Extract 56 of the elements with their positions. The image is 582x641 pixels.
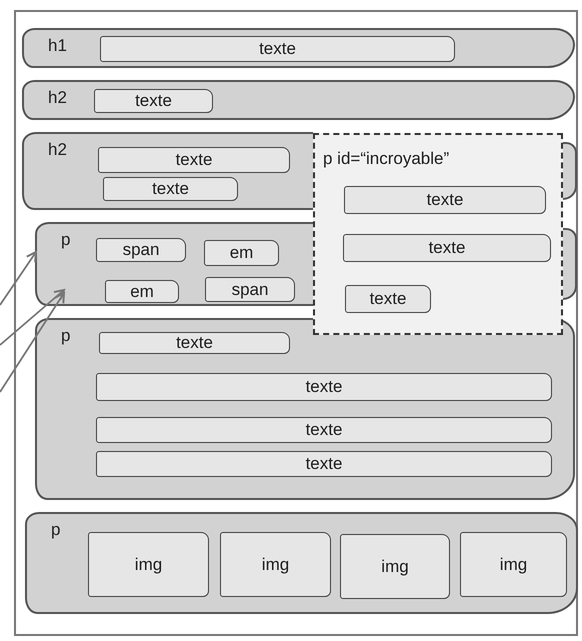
element-label: texte (428, 238, 466, 258)
child-element-box (96, 417, 552, 443)
child-element-box (340, 534, 450, 599)
arrow (0, 251, 37, 306)
element-label: span (232, 280, 268, 300)
element-label: em (230, 243, 254, 263)
child-element-box (94, 89, 213, 113)
child-element-box (343, 234, 551, 262)
child-element-box (204, 240, 279, 266)
tag-name: p id=“incroyable” (323, 149, 450, 169)
arrow (0, 289, 65, 346)
element-label: img (500, 554, 528, 574)
child-element-box (103, 177, 238, 201)
child-element-box (96, 373, 552, 401)
child-element-box (96, 238, 186, 262)
element-band (22, 80, 575, 120)
element-band (35, 318, 575, 500)
tag-name: p (51, 520, 60, 540)
element-band (22, 132, 313, 210)
child-element-box (460, 532, 567, 597)
element-label: span (122, 240, 160, 260)
element-label: img (134, 554, 162, 574)
element-label: texte (176, 150, 212, 170)
child-element-box (98, 147, 290, 173)
child-element-box (88, 532, 209, 597)
child-element-box (100, 36, 455, 62)
child-element-box (205, 277, 295, 302)
element-band (22, 28, 575, 68)
page-frame (14, 10, 578, 636)
element-label: em (130, 282, 154, 302)
child-element-box (220, 532, 331, 597)
child-element-box (99, 332, 290, 354)
element-label: texte (306, 454, 342, 474)
tag-name: h2 (48, 88, 67, 108)
element-label: texte (306, 377, 342, 397)
element-label: texte (152, 179, 189, 199)
element-band (35, 222, 313, 306)
arrow (0, 292, 65, 392)
child-element-box (96, 451, 552, 477)
child-element-box (105, 280, 179, 303)
element-label: texte (426, 190, 464, 210)
dashed-element-box (313, 133, 563, 335)
tag-name: p (61, 230, 70, 250)
tag-name: h2 (48, 140, 67, 160)
element-label: texte (370, 289, 406, 309)
element-label: texte (135, 91, 172, 111)
element-label: img (381, 556, 409, 576)
tag-name: h1 (48, 36, 67, 56)
element-label: texte (306, 420, 342, 440)
element-label: texte (259, 39, 296, 59)
element-band (25, 512, 578, 614)
element-label: img (262, 554, 290, 574)
child-element-box (345, 285, 431, 313)
tag-name: p (61, 326, 70, 346)
element-label: texte (176, 333, 213, 353)
child-element-box (344, 186, 546, 214)
